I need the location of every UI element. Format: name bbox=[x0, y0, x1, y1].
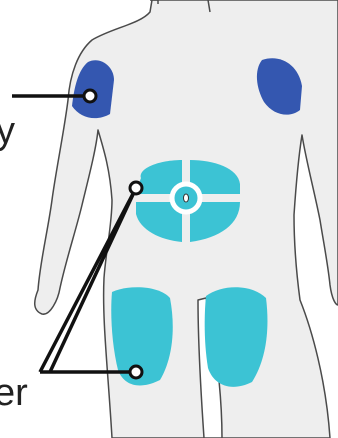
lower-site-label: er bbox=[0, 374, 28, 412]
thigh-pointer-dot bbox=[130, 366, 142, 378]
navel bbox=[184, 194, 189, 202]
arm-site-label: y bbox=[0, 112, 15, 150]
arm-pointer-dot bbox=[84, 90, 96, 102]
abdomen-pointer-dot bbox=[130, 182, 142, 194]
